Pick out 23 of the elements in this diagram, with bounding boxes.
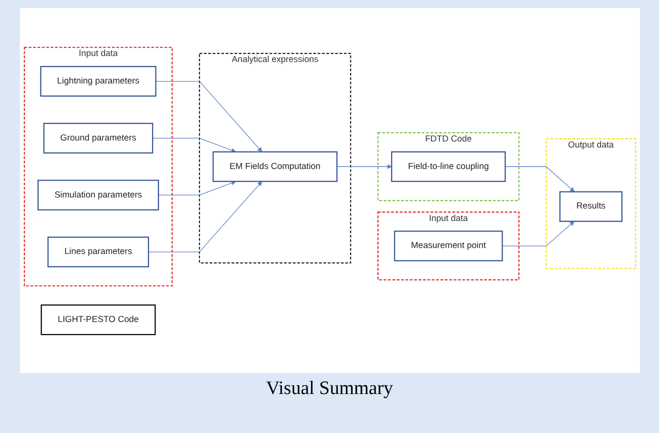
node-box [43,122,154,154]
arrow [502,220,574,246]
arrow [152,137,236,152]
cluster [546,138,636,268]
node-box [212,150,338,182]
node-box [40,66,156,96]
cluster [24,46,173,286]
arrow [155,80,262,152]
node-box [394,230,503,261]
arrow [336,164,392,169]
arrow [148,180,262,252]
cluster [377,132,520,201]
node-box [40,304,156,335]
arrow [158,180,236,195]
cluster [377,211,520,280]
node-box [47,236,150,267]
node-box [559,190,622,222]
node-box [38,179,159,210]
arrow [504,166,575,192]
caption: Visual Summary [266,378,394,399]
flowchart-diagram: Input data Output data FDTD Code Analytical expressions Input data Lightning parameters Ground parameters Simulation parameters Lines parameters LIGHT-PESTO Code EM Fields Computation Field-to-line coupling Results Measurement point [20,42,640,338]
node-box [391,150,506,182]
cluster [198,52,352,263]
